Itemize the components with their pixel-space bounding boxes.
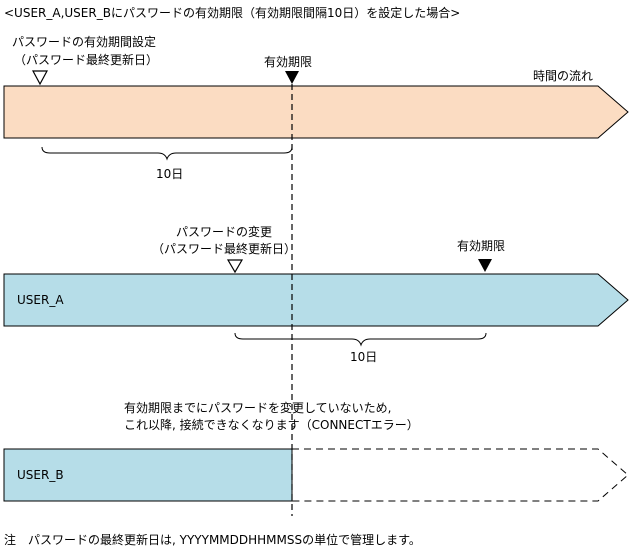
expiry-marker-icon: [285, 71, 299, 84]
expiry-label-top: 有効期限: [264, 54, 312, 69]
password-change-label-line1: パスワードの変更: [176, 224, 272, 239]
password-set-label-line1: パスワードの有効期間設定: [12, 34, 156, 49]
user-a-label: USER_A: [17, 293, 64, 307]
password-set-label-line2: （パスワード最終更新日）: [14, 52, 158, 67]
interval-brace-top: [41, 146, 293, 161]
time-flow-label: 時間の流れ: [533, 69, 593, 83]
user-b-message-line1: 有効期限までにパスワードを変更していないため,: [124, 400, 391, 415]
interval-label-top: 10日: [156, 167, 183, 181]
interval-brace-user-a: [234, 332, 487, 347]
user-b-message-line2: これ以降, 接続できなくなります（CONNECTエラー）: [124, 417, 419, 432]
footnote: 注 パスワードの最終更新日は, YYYYMMDDHHMMSSの単位で管理します。: [4, 532, 421, 547]
diagram-title: <USER_A,USER_Bにパスワードの有効期限（有効期限間隔10日）を設定し…: [4, 5, 460, 20]
user-b-disabled-arrow: [292, 448, 629, 502]
user-b-timeline-bar: [3, 448, 293, 502]
user-b-label: USER_B: [17, 468, 64, 482]
expiry-marker-user-a-icon: [478, 259, 492, 272]
interval-label-user-a: 10日: [350, 350, 377, 364]
password-change-marker-icon: [226, 259, 244, 274]
user-a-timeline-arrow: [3, 273, 629, 327]
password-set-marker-icon: [31, 70, 49, 86]
expiry-label-user-a: 有効期限: [457, 238, 505, 253]
time-flow-arrow: [3, 85, 629, 139]
password-change-label-line2: （パスワード最終更新日）: [152, 241, 296, 256]
